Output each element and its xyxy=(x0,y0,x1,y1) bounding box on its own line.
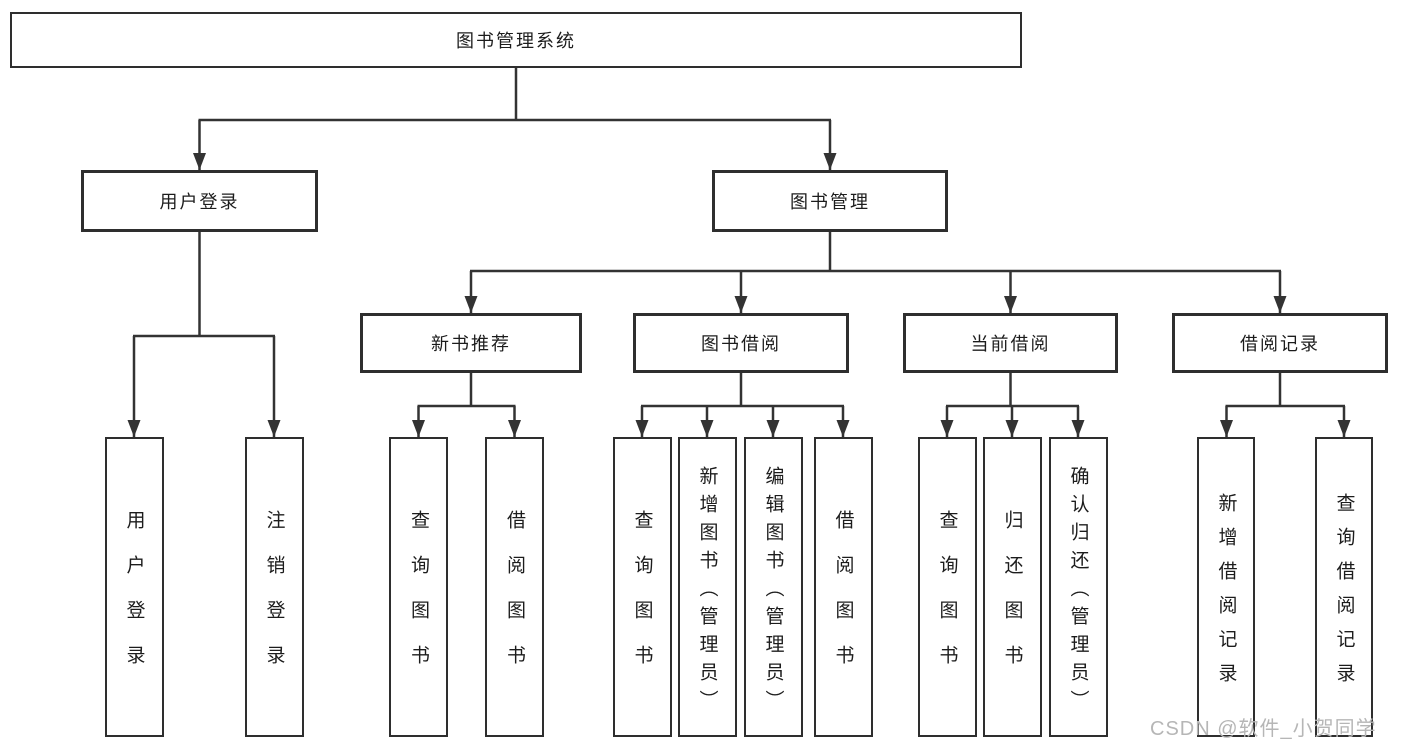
leaf-label: 新增借阅记录 xyxy=(1215,492,1237,697)
node-new-book-recommend: 新书推荐 xyxy=(360,313,582,373)
node-book-management: 图书管理 xyxy=(712,170,948,232)
leaf-return-book: 归还图书 xyxy=(982,437,1042,737)
node-borrow-records: 借阅记录 xyxy=(1172,313,1388,373)
leaf-query-books-recommend: 查询图书 xyxy=(389,437,448,737)
leaf-label: 查询图书 xyxy=(936,510,958,690)
leaf-borrow-books: 借阅图书 xyxy=(813,437,873,737)
leaf-edit-book-admin: 编辑图书（管理员） xyxy=(743,437,803,737)
leaf-label: 编辑图书（管理员） xyxy=(762,465,784,718)
csdn-watermark: CSDN @软件_小贺同学 xyxy=(1150,718,1377,740)
leaf-user-login: 用户登录 xyxy=(104,437,164,737)
node-user-login: 用户登录 xyxy=(81,170,318,232)
leaf-label: 借阅图书 xyxy=(504,510,525,690)
node-label: 当前借阅 xyxy=(970,334,1051,354)
root-box-library-system: 图书管理系统 xyxy=(10,12,1022,68)
leaf-borrow-books-recommend: 借阅图书 xyxy=(485,437,544,737)
node-label: 借阅记录 xyxy=(1240,334,1320,354)
leaf-logout: 注销登录 xyxy=(244,437,304,737)
leaf-query-borrow-record: 查询借阅记录 xyxy=(1315,437,1373,737)
node-book-borrowing: 图书借阅 xyxy=(633,313,849,373)
node-current-borrowing: 当前借阅 xyxy=(903,313,1118,373)
node-label: 新书推荐 xyxy=(431,334,511,354)
node-label: 图书管理 xyxy=(790,192,870,212)
node-label: 用户登录 xyxy=(159,192,240,212)
leaf-query-books-current: 查询图书 xyxy=(917,437,977,737)
root-label: 图书管理系统 xyxy=(456,31,576,51)
leaf-query-books-borrowing: 查询图书 xyxy=(612,437,672,737)
leaf-label: 新增图书（管理员） xyxy=(696,465,718,718)
leaf-label: 用户登录 xyxy=(123,510,145,690)
leaf-label: 查询借阅记录 xyxy=(1333,492,1355,697)
leaf-label: 确认归还（管理员） xyxy=(1067,465,1089,718)
node-label: 图书借阅 xyxy=(701,334,781,354)
leaf-confirm-return-admin: 确认归还（管理员） xyxy=(1048,437,1108,737)
leaf-label: 归还图书 xyxy=(1001,510,1023,690)
leaf-add-borrow-record: 新增借阅记录 xyxy=(1197,437,1255,737)
leaf-label: 借阅图书 xyxy=(832,510,854,690)
leaf-label: 查询图书 xyxy=(631,510,653,690)
leaf-label: 注销登录 xyxy=(263,510,285,690)
leaf-add-book-admin: 新增图书（管理员） xyxy=(677,437,737,737)
leaf-label: 查询图书 xyxy=(408,510,429,690)
